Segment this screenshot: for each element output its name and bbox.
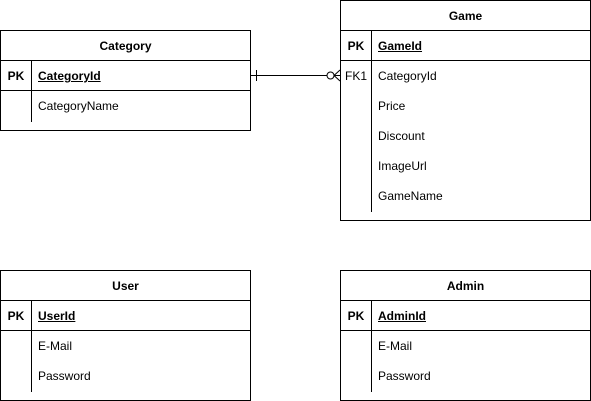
entity-game[interactable]: Game PK GameId FK1 CategoryId Price Disc… [340,0,591,221]
field-row: Discount [341,121,590,151]
entity-user[interactable]: User PK UserId E-Mail Password [0,270,251,401]
field-row: Password [1,361,250,391]
pk-field: GameId [378,39,423,53]
field-key [1,361,31,391]
pk-label: PK [347,39,365,53]
field-row: Password [341,361,590,391]
field-key [341,91,371,121]
field-name: E-Mail [38,339,73,353]
field-key [1,91,31,121]
pk-row: PK AdminId [341,301,590,331]
field-key [341,151,371,181]
field-row: CategoryName [1,91,250,121]
entity-category[interactable]: Category PK CategoryId CategoryName [0,30,251,131]
fk-label: FK1 [344,69,367,83]
field-name: CategoryId [378,69,437,83]
pk-row: PK GameId [341,31,590,61]
field-name: CategoryName [38,99,119,113]
field-row: E-Mail [341,331,590,361]
field-key [341,181,371,211]
field-row: Price [341,91,590,121]
field-name: Price [378,99,406,113]
pk-row: PK UserId [1,301,250,331]
field-name: GameName [378,189,443,203]
entity-admin[interactable]: Admin PK AdminId E-Mail Password [340,270,591,401]
field-key [1,331,31,361]
field-name: Password [378,369,431,383]
key-divider [31,61,32,122]
field-name: ImageUrl [378,159,427,173]
field-row: ImageUrl [341,151,590,181]
zero-circle [326,71,335,80]
key-divider [371,301,372,392]
pk-label: PK [7,69,25,83]
pk-label: PK [347,309,365,323]
key-divider [31,301,32,392]
field-name: Discount [378,129,425,143]
relationship-line[interactable] [251,69,341,82]
entity-title: Game [341,1,590,31]
field-row: FK1 CategoryId [341,61,590,91]
field-name: Password [38,369,91,383]
field-key [341,121,371,151]
field-row: E-Mail [1,331,250,361]
field-key [341,361,371,391]
pk-field: CategoryId [38,69,101,83]
field-name: E-Mail [378,339,413,353]
pk-field: UserId [38,309,76,323]
entity-title: Admin [341,271,590,301]
pk-label: PK [7,309,25,323]
key-divider [371,31,372,212]
entity-title: User [1,271,250,301]
entity-title: Category [1,31,250,61]
field-key [341,331,371,361]
pk-row: PK CategoryId [1,61,250,91]
pk-field: AdminId [378,309,426,323]
field-row: GameName [341,181,590,211]
